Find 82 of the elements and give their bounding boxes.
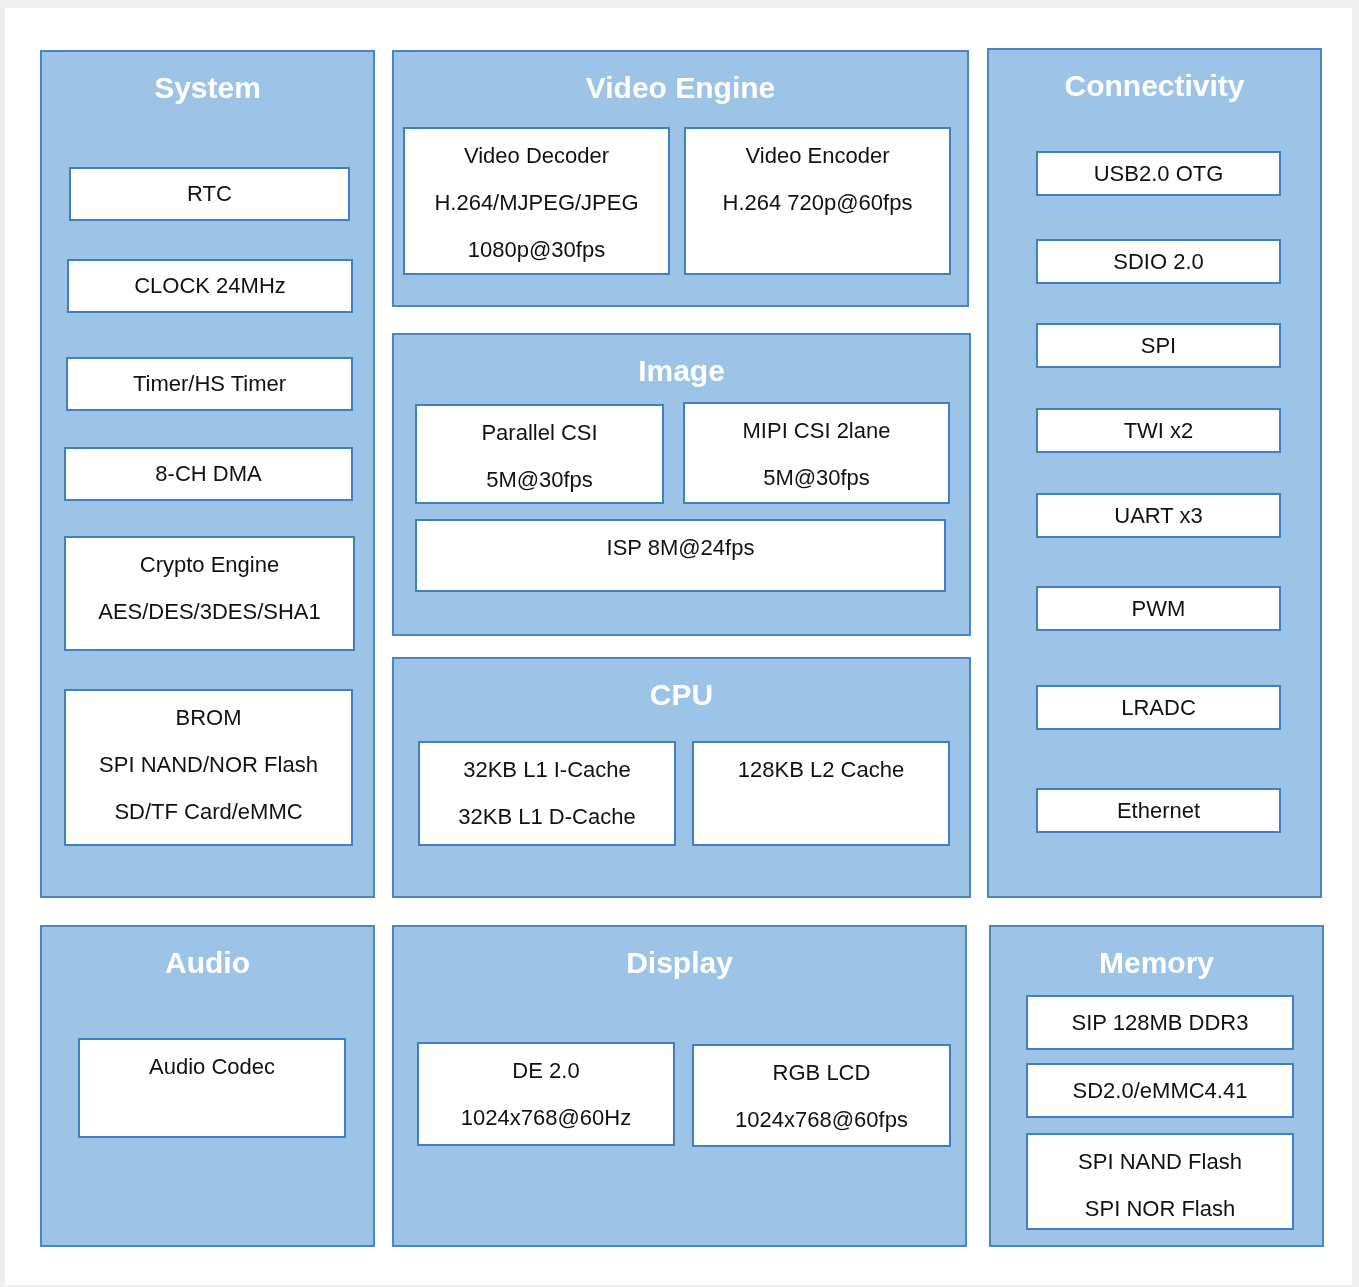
section-panel xyxy=(40,50,375,898)
block-label: SPI xyxy=(1140,332,1177,360)
section-panel xyxy=(392,50,969,307)
block-box xyxy=(1036,323,1281,368)
block-box xyxy=(1036,586,1281,631)
block-box xyxy=(1036,408,1281,453)
block-label: H.264 720p@60fps xyxy=(722,189,913,217)
block-label: 1024x768@60Hz xyxy=(460,1104,632,1132)
block-box xyxy=(1026,995,1294,1050)
block-box xyxy=(415,404,664,504)
block-label: 1024x768@60fps xyxy=(735,1106,908,1134)
block-box xyxy=(1036,151,1281,196)
section-title: Display xyxy=(626,945,733,981)
block-label: 5M@30fps xyxy=(763,464,870,492)
block-label: AES/DES/3DES/SHA1 xyxy=(98,598,321,626)
block-label: Timer/HS Timer xyxy=(132,370,287,398)
block-box xyxy=(692,741,950,846)
block-label: UART x3 xyxy=(1114,502,1203,530)
block-label: Crypto Engine xyxy=(139,551,280,579)
block-box xyxy=(683,402,950,504)
section-panel xyxy=(392,657,971,898)
block-label: Audio Codec xyxy=(149,1053,275,1081)
block-box xyxy=(692,1044,951,1147)
block-box xyxy=(1026,1063,1294,1118)
block-label: Video Decoder xyxy=(463,142,610,170)
block-box xyxy=(415,519,946,592)
block-label: USB2.0 OTG xyxy=(1093,160,1224,188)
section-panel xyxy=(392,925,967,1247)
block-label: SD2.0/eMMC4.41 xyxy=(1072,1077,1248,1105)
block-box xyxy=(67,259,353,313)
block-box xyxy=(69,167,350,221)
section-title: Connectivity xyxy=(1064,68,1245,104)
section-title: Video Engine xyxy=(585,70,776,106)
block-label: SIP 128MB DDR3 xyxy=(1071,1009,1249,1037)
block-label: SPI NAND/NOR Flash xyxy=(99,751,318,779)
block-label: 1080p@30fps xyxy=(467,236,606,264)
block-label: 32KB L1 I-Cache xyxy=(463,756,631,784)
block-box xyxy=(403,127,670,275)
block-label: ISP 8M@24fps xyxy=(606,534,755,562)
block-label: Ethernet xyxy=(1116,797,1201,825)
section-panel xyxy=(989,925,1324,1247)
block-label: H.264/MJPEG/JPEG xyxy=(434,189,639,217)
block-box xyxy=(417,1042,675,1146)
block-label: 32KB L1 D-Cache xyxy=(458,803,636,831)
block-box xyxy=(1036,685,1281,730)
block-label: 8-CH DMA xyxy=(155,460,262,488)
section-title: Image xyxy=(638,353,725,389)
block-label: LRADC xyxy=(1121,694,1196,722)
block-label: BROM xyxy=(175,704,242,732)
block-label: SDIO 2.0 xyxy=(1113,248,1204,276)
block-box xyxy=(418,741,676,846)
block-box xyxy=(64,689,353,846)
block-label: 5M@30fps xyxy=(486,466,593,494)
block-box xyxy=(64,447,353,501)
section-panel xyxy=(392,333,971,636)
block-box xyxy=(64,536,355,651)
block-box xyxy=(1026,1133,1294,1230)
block-box xyxy=(78,1038,346,1138)
section-title: System xyxy=(154,70,261,106)
section-title: Memory xyxy=(1098,945,1214,981)
block-label: Video Encoder xyxy=(745,142,890,170)
block-label: PWM xyxy=(1131,595,1186,623)
section-title: Audio xyxy=(165,945,250,981)
block-label: CLOCK 24MHz xyxy=(134,272,286,300)
block-label: DE 2.0 xyxy=(512,1057,580,1085)
section-title: CPU xyxy=(649,677,714,713)
block-box xyxy=(1036,493,1281,538)
block-box xyxy=(1036,788,1281,833)
section-panel xyxy=(987,48,1322,898)
block-box xyxy=(1036,239,1281,284)
section-panel xyxy=(40,925,375,1247)
block-box xyxy=(66,357,353,411)
block-label: TWI x2 xyxy=(1123,417,1194,445)
block-label: Parallel CSI xyxy=(481,419,598,447)
block-label: RGB LCD xyxy=(772,1059,871,1087)
block-label: SPI NOR Flash xyxy=(1084,1195,1236,1223)
block-label: SD/TF Card/eMMC xyxy=(114,798,303,826)
block-label: RTC xyxy=(187,180,232,208)
block-box xyxy=(684,127,951,275)
block-label: 128KB L2 Cache xyxy=(737,756,905,784)
block-label: SPI NAND Flash xyxy=(1078,1148,1242,1176)
block-label: MIPI CSI 2lane xyxy=(742,417,891,445)
